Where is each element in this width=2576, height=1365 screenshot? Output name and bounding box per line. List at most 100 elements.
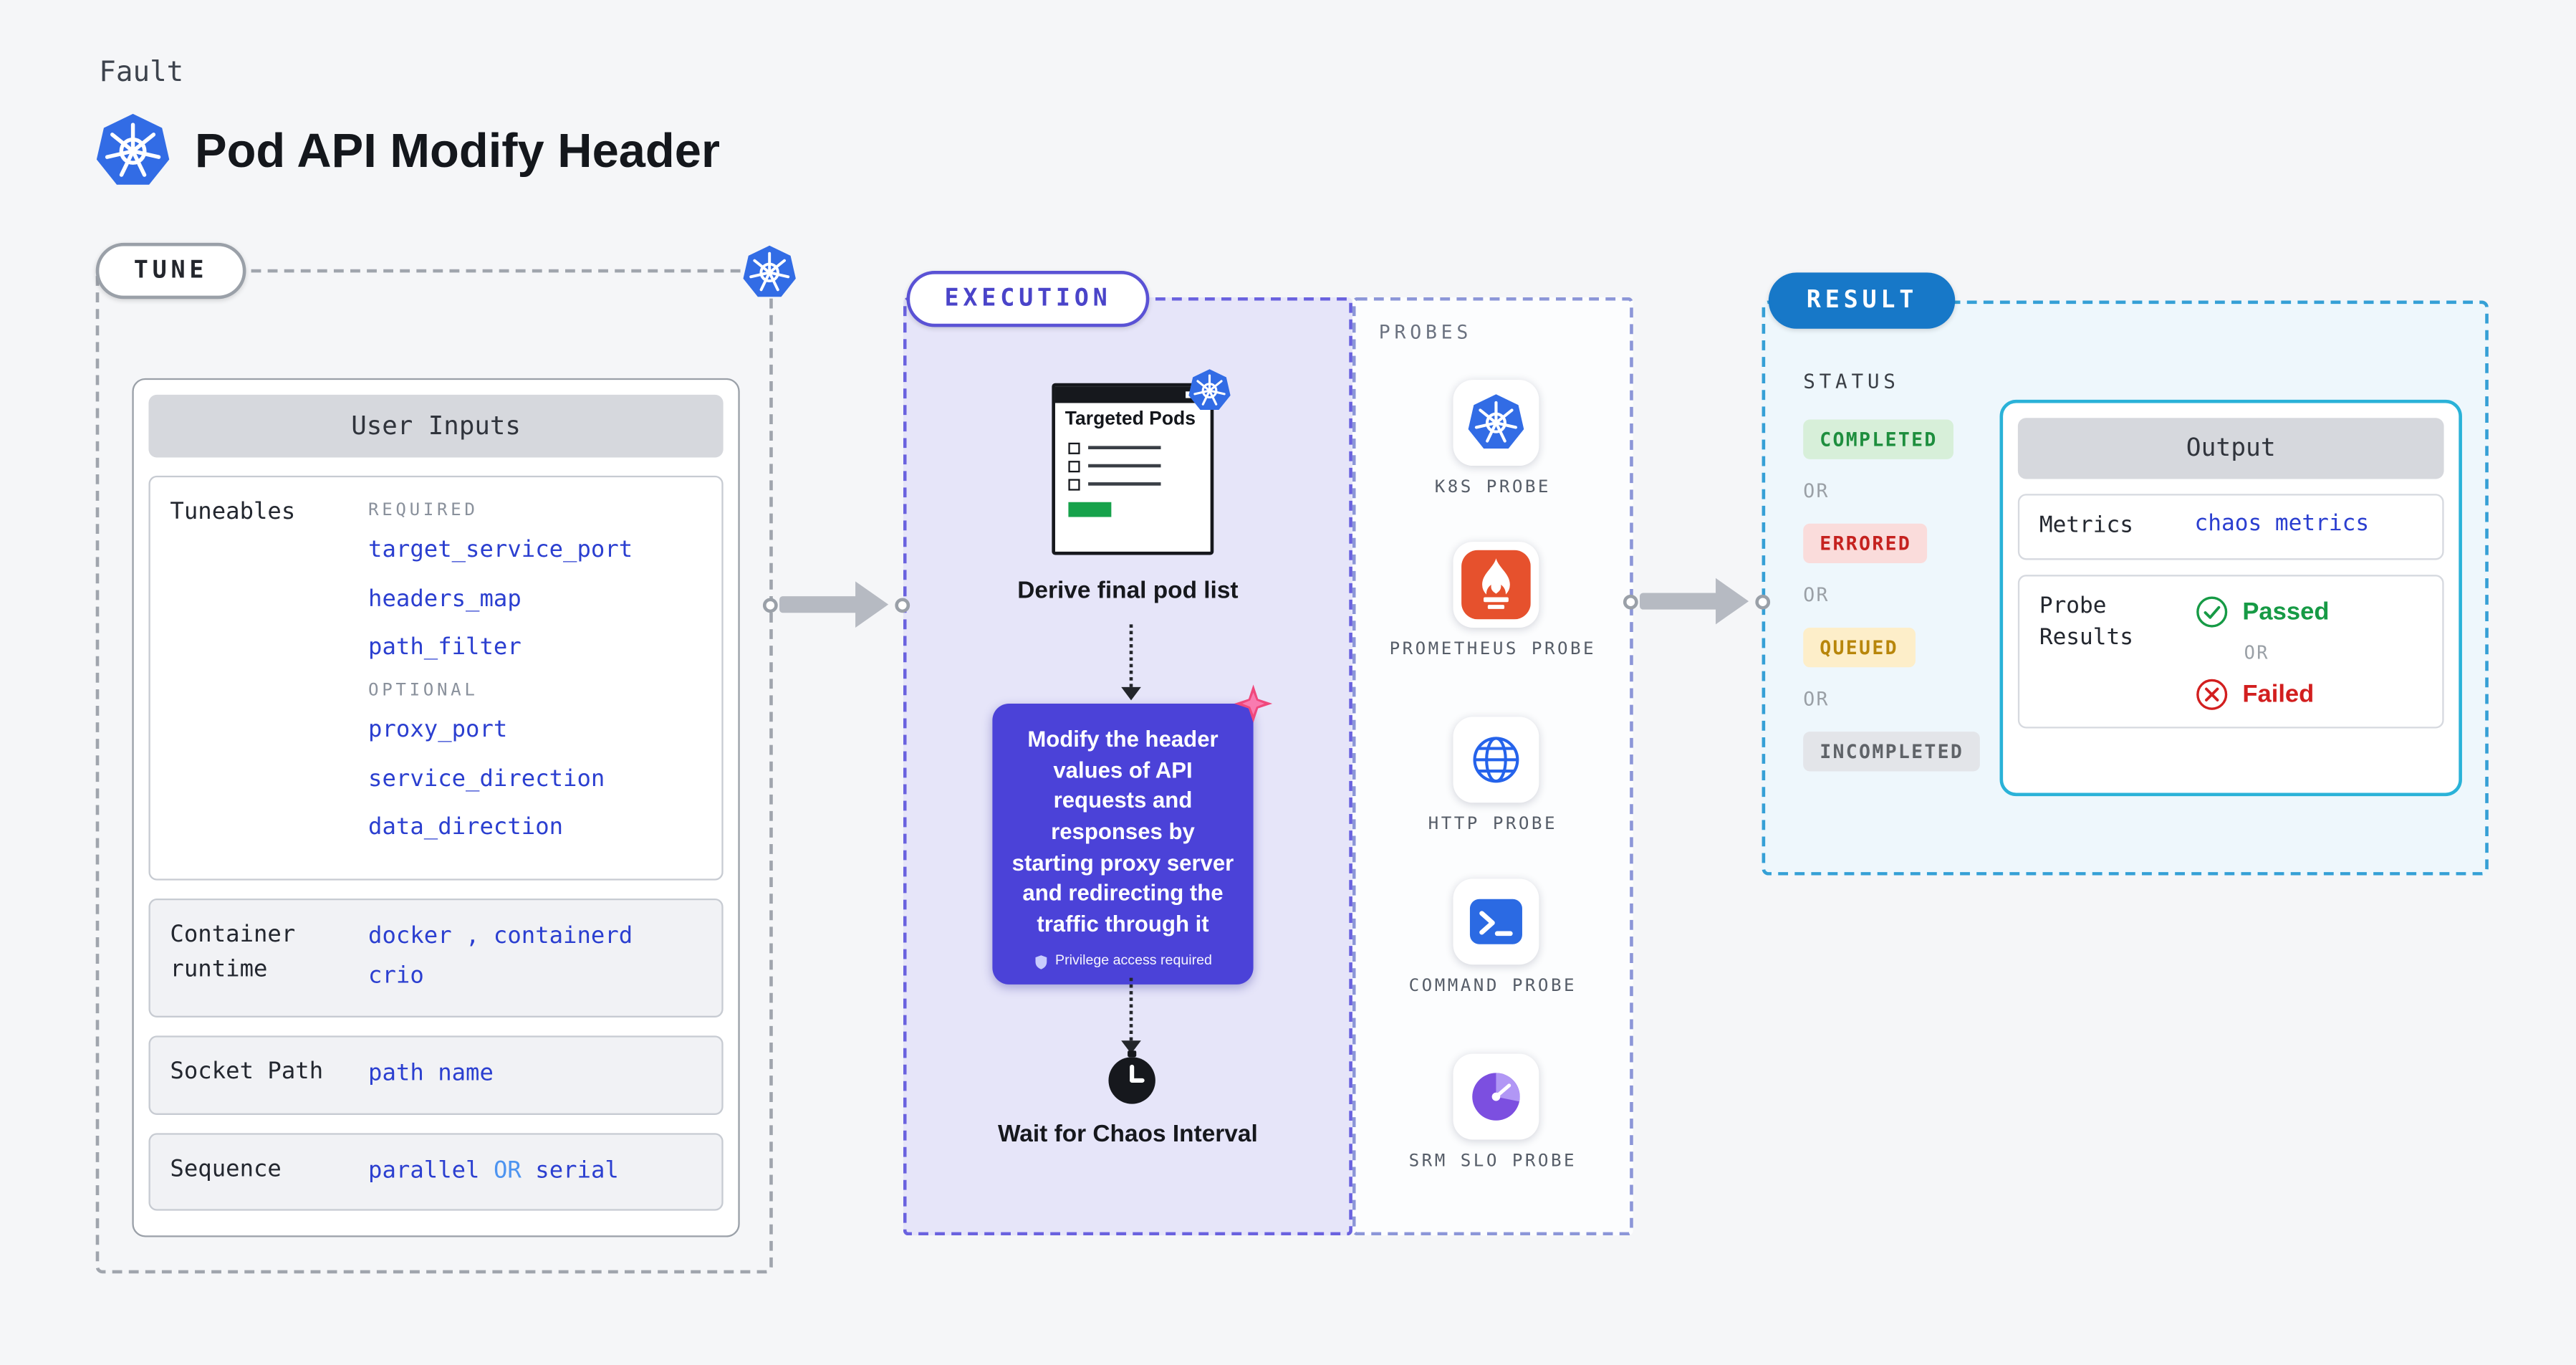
tuneable-link[interactable]: target_service_port [368,537,633,564]
socket-path-value: path name [368,1060,494,1087]
probes-label: PROBES [1378,320,1473,344]
passed-line: Passed [2195,594,2423,628]
shield-icon [1034,954,1049,969]
tuneable-link[interactable]: headers_map [368,585,522,613]
connector-dot [1755,593,1771,609]
prometheus-probe-card [1453,542,1539,628]
privilege-note: Privilege access required [1009,952,1236,972]
probe-label: K8S PROBE [1434,477,1551,497]
probe-label: SRM SLO PROBE [1408,1151,1577,1172]
metrics-value-link[interactable]: chaos metrics [2194,510,2370,537]
checkbox-icon [1068,460,1080,472]
optional-label: OPTIONAL [368,680,479,701]
list-line [1088,464,1161,469]
execution-section: EXECUTION Targeted Pods Derive final pod… [903,271,1352,1236]
sequence-option-a: parallel [368,1156,480,1184]
tuneable-link[interactable]: path_filter [368,635,522,661]
container-runtime-label: Container runtime [170,921,296,983]
checkbox-icon [1068,442,1080,454]
probe-results-row: Probe Results Passed OR Failed [2017,574,2444,728]
x-circle-icon [2195,676,2229,711]
probe-label: COMMAND PROBE [1408,976,1577,996]
wait-step-label: Wait for Chaos Interval [997,1121,1258,1149]
kubernetes-icon [1187,368,1231,413]
probe-label: PROMETHEUS PROBE [1389,639,1597,659]
probes-section: PROBES K8S PROBE PROMETHEUS PROBE HTTP P… [1352,297,1633,1236]
clock-icon [1105,1050,1159,1105]
socket-path-label: Socket Path [170,1058,324,1085]
result-or-separator: OR [2244,641,2269,664]
prometheus-icon [1461,550,1531,620]
kubernetes-icon [1466,393,1526,453]
fault-action-box: Modify the header values of API requests… [992,704,1253,985]
status-badge: QUEUED [1803,627,1915,668]
connector-dot [895,597,910,613]
metrics-label: Metrics [2039,512,2134,539]
tune-section: TUNE User Inputs Tuneables REQUIRED targ… [95,242,773,1274]
command-probe-card [1453,878,1539,965]
status-badge: INCOMPLETED [1803,732,1981,772]
chaos-spark-icon [1234,684,1273,723]
flow-arrow-tune-to-execution [762,581,915,628]
page-title: Pod API Modify Header [195,125,720,178]
kubernetes-icon [94,112,171,190]
status-or-separator: OR [1803,583,1830,606]
socket-path-row: Socket Path path name [148,1035,724,1114]
flow-arrow-down [1121,977,1141,1054]
tuneables-label: Tuneables [170,499,296,526]
http-globe-icon [1466,730,1526,790]
sequence-value: parallel OR serial [368,1152,702,1192]
progress-bar [1068,502,1112,517]
sequence-label: Sequence [170,1155,282,1182]
output-card: Output Metrics chaos metrics Probe Resul… [1999,399,2462,797]
pod-list-item [1068,442,1197,454]
tuneable-link[interactable]: data_direction [368,815,564,842]
fault-action-text: Modify the header values of API requests… [1011,727,1234,937]
result-section: RESULT STATUS COMPLETED OR ERRORED OR QU… [1762,272,2489,876]
derive-step-label: Derive final pod list [1017,578,1239,605]
checkbox-icon [1068,479,1080,491]
list-line [1088,482,1161,487]
user-inputs-card: User Inputs Tuneables REQUIRED target_se… [132,378,740,1237]
status-label: STATUS [1803,370,1900,393]
check-circle-icon [2195,594,2229,628]
passed-label: Passed [2242,597,2330,626]
privilege-note-text: Privilege access required [1055,952,1212,969]
pod-list-item [1068,460,1197,472]
status-badge: COMPLETED [1803,419,1954,459]
command-terminal-icon [1466,892,1526,952]
container-runtime-value: docker , containerd crio [368,923,633,990]
arrow-shaft [1639,593,1719,610]
kubernetes-icon [741,244,797,300]
targeted-pods-window: Targeted Pods [1052,383,1213,555]
srm-slo-gauge-icon [1466,1067,1526,1126]
status-or-separator: OR [1803,479,1830,502]
probe-results-label: Probe Results [2039,592,2134,651]
connector-dot [1623,593,1638,609]
probe-label: HTTP PROBE [1428,814,1557,835]
flow-arrow-execution-to-result [1623,578,1775,625]
tuneable-link[interactable]: service_direction [368,766,605,792]
targeted-pods-title: Targeted Pods [1064,409,1196,430]
tune-pill: TUNE [95,242,246,300]
tuneable-link[interactable]: proxy_port [368,717,508,744]
user-inputs-header: User Inputs [148,394,724,458]
required-label: REQUIRED [368,500,479,521]
arrow-head [1716,578,1749,625]
status-badge: ERRORED [1803,523,1928,564]
execution-pill: EXECUTION [906,271,1150,327]
failed-label: Failed [2242,679,2315,708]
failed-line: Failed [2195,676,2423,711]
arrow-head [855,581,889,628]
sequence-row: Sequence parallel OR serial [148,1132,724,1212]
tuneables-row: Tuneables REQUIRED target_service_port h… [148,475,724,881]
connector-dot [762,597,778,613]
http-probe-card [1453,717,1539,803]
list-line [1088,446,1161,450]
result-pill: RESULT [1768,272,1956,329]
container-runtime-row: Container runtime docker , containerd cr… [148,899,724,1017]
metrics-row: Metrics chaos metrics [2017,494,2444,560]
sequence-option-b: serial [535,1156,619,1184]
srm-slo-probe-card [1453,1053,1539,1140]
